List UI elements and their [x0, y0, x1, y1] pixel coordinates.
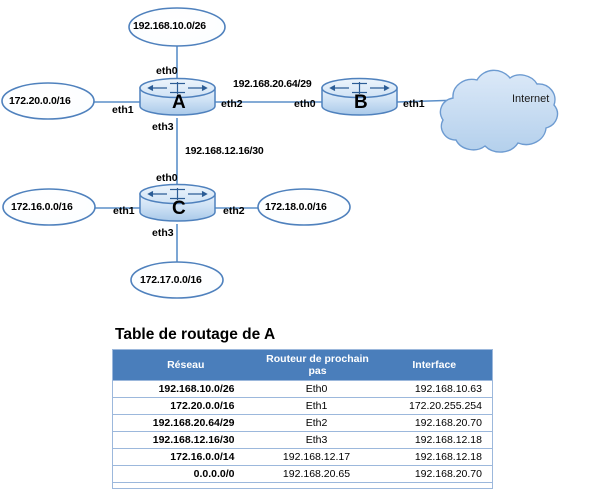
- column-header-reseau: Réseau: [112, 349, 259, 381]
- internet-cloud: [439, 69, 559, 153]
- cell-next-hop: Eth0: [258, 380, 377, 398]
- cell-interface: 192.168.12.18: [376, 448, 493, 466]
- ellipse-net-a-eth1: [1, 82, 95, 120]
- routing-table-block: Table de routage de A Réseau Routeur de …: [112, 326, 493, 489]
- network-diagram: 192.168.10.0/26 172.20.0.0/16 172.16.0.0…: [1, 7, 559, 299]
- cell-interface: 192.168.20.70: [376, 414, 493, 432]
- table-row: 192.168.20.64/29 Eth2 192.168.20.70: [112, 414, 493, 432]
- cell-network: 0.0.0.0/0: [112, 465, 259, 483]
- cell-next-hop: Eth2: [258, 414, 377, 432]
- cell-next-hop: Eth3: [258, 431, 377, 449]
- table-row: 0.0.0.0/0 192.168.20.65 192.168.20.70: [112, 465, 493, 483]
- label-c-eth2: eth2: [223, 205, 245, 217]
- cell-interface: 192.168.12.18: [376, 431, 493, 449]
- label-link-a-b: 192.168.20.64/29: [233, 78, 312, 90]
- cell-next-hop: 192.168.12.17: [258, 448, 377, 466]
- table-row: 192.168.12.16/30 Eth3 192.168.12.18: [112, 431, 493, 449]
- routing-table-title: Table de routage de A: [115, 326, 276, 343]
- table-header-row: Réseau Routeur de prochain pas Interface: [112, 349, 493, 381]
- router-c-shape: [139, 183, 216, 222]
- table-bottom-spacer: [112, 482, 493, 489]
- table-row: 172.16.0.0/14 192.168.12.17 192.168.12.1…: [112, 448, 493, 466]
- router-b-shape: [321, 77, 398, 116]
- ellipse-net-c-eth3: [130, 261, 224, 299]
- label-c-eth3: eth3: [152, 227, 174, 239]
- diagram-canvas: [1, 7, 559, 299]
- cell-network: 192.168.12.16/30: [112, 431, 259, 449]
- cell-network: 172.20.0.0/16: [112, 397, 259, 415]
- label-c-eth0: eth0: [156, 172, 178, 184]
- label-net-a-eth1: 172.20.0.0/16: [9, 95, 71, 107]
- cell-next-hop: 192.168.20.65: [258, 465, 377, 483]
- cell-interface: 172.20.255.254: [376, 397, 493, 415]
- label-c-eth1: eth1: [113, 205, 135, 217]
- label-net-c-eth3: 172.17.0.0/16: [140, 274, 202, 286]
- cell-network: 172.16.0.0/14: [112, 448, 259, 466]
- network-ellipses: [1, 7, 351, 299]
- cell-interface: 192.168.10.63: [376, 380, 493, 398]
- cell-interface: 192.168.20.70: [376, 465, 493, 483]
- table-row: 172.20.0.0/16 Eth1 172.20.255.254: [112, 397, 493, 415]
- table-row: 192.168.10.0/26 Eth0 192.168.10.63: [112, 380, 493, 398]
- cell-next-hop: Eth1: [258, 397, 377, 415]
- cell-network: 192.168.20.64/29: [112, 414, 259, 432]
- ellipse-net-a-eth0: [128, 7, 226, 47]
- label-a-eth3: eth3: [152, 121, 174, 133]
- routing-table: Réseau Routeur de prochain pas Interface…: [112, 349, 493, 489]
- label-a-eth1: eth1: [112, 104, 134, 116]
- label-net-c-eth2: 172.18.0.0/16: [265, 201, 327, 213]
- router-a-shape: [139, 77, 216, 116]
- internet-cloud-label: Internet: [512, 93, 550, 105]
- cell-network: 192.168.10.0/26: [112, 380, 259, 398]
- label-net-c-eth1: 172.16.0.0/16: [11, 201, 73, 213]
- router-b-name: B: [354, 92, 368, 113]
- label-a-eth2: eth2: [221, 98, 243, 110]
- label-b-eth1: eth1: [403, 98, 425, 110]
- column-header-next-hop: Routeur de prochain pas: [258, 349, 377, 381]
- routing-table-body: 192.168.10.0/26 Eth0 192.168.10.63 172.2…: [112, 380, 493, 489]
- router-a-name: A: [172, 92, 186, 113]
- label-net-a-eth0: 192.168.10.0/26: [133, 20, 206, 32]
- diagram-links: [94, 45, 493, 262]
- column-header-interface: Interface: [376, 349, 493, 381]
- router-c-name: C: [172, 198, 186, 219]
- ellipse-net-c-eth2: [257, 188, 351, 226]
- ellipse-net-c-eth1: [2, 188, 96, 226]
- label-b-eth0: eth0: [294, 98, 316, 110]
- label-a-eth0: eth0: [156, 65, 178, 77]
- label-link-a-c: 192.168.12.16/30: [185, 145, 264, 157]
- cloud-shape: [439, 69, 559, 153]
